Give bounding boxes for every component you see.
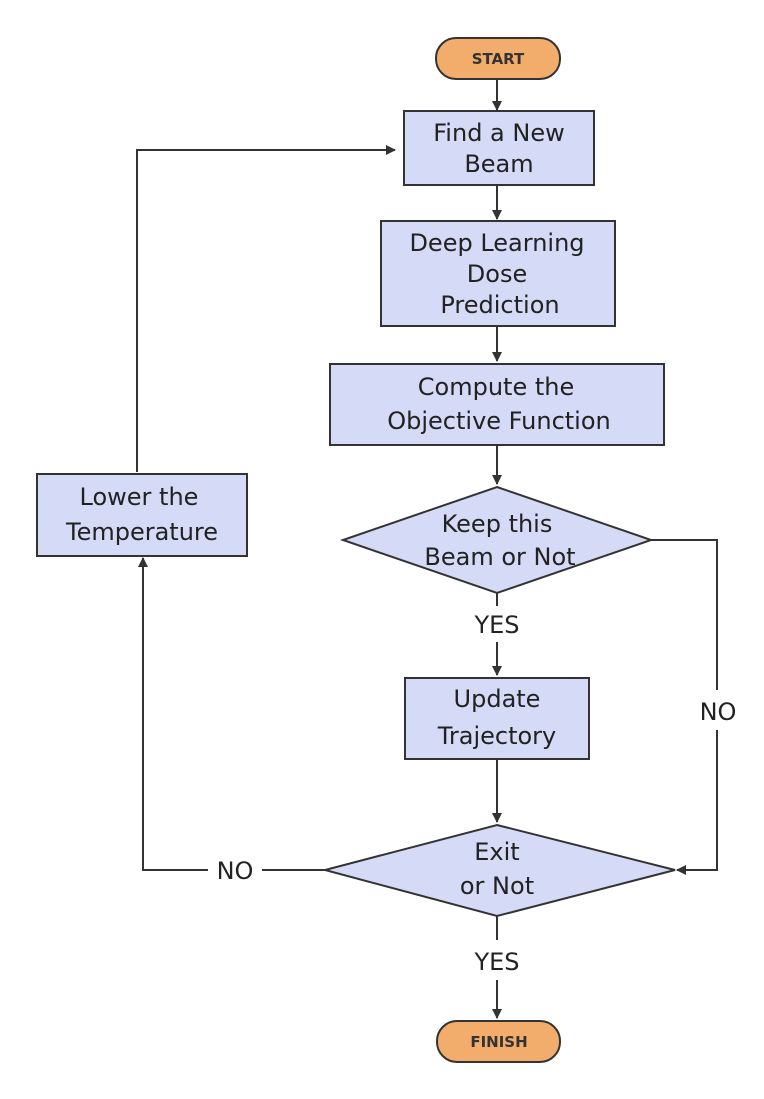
objective-line-1: Compute the	[418, 373, 574, 401]
finish-terminal: FINISH	[436, 1020, 561, 1063]
edge-keep-no-to-exit-b	[676, 730, 718, 875]
edge-keep-no-to-exit	[651, 539, 718, 690]
edge-exit-no-to-lower	[138, 557, 208, 871]
lower-line-2: Temperature	[65, 518, 218, 546]
start-label: START	[472, 50, 525, 68]
dose-line-3: Prediction	[440, 291, 559, 319]
update-box: Update Trajectory	[404, 677, 590, 760]
start-terminal: START	[435, 37, 561, 80]
keep-no-label: NO	[700, 698, 737, 726]
lower-temperature-box: Lower the Temperature	[36, 473, 248, 557]
lower-line-1: Lower the	[80, 483, 199, 511]
exit-line-2: or Not	[460, 872, 534, 900]
exit-yes-label: YES	[473, 948, 519, 976]
edge-lower-to-find	[136, 145, 396, 472]
keep-beam-decision: Keep this Beam or Not	[339, 485, 655, 595]
exit-no-label: NO	[217, 857, 254, 885]
dose-prediction-box: Deep Learning Dose Prediction	[380, 220, 616, 327]
find-beam-line-1: Find a New	[433, 119, 564, 147]
find-beam-line-2: Beam	[464, 150, 533, 178]
update-line-1: Update	[454, 685, 541, 713]
objective-line-2: Objective Function	[387, 407, 611, 435]
keep-line-2: Beam or Not	[424, 543, 575, 571]
connectors	[136, 80, 718, 1019]
finish-label: FINISH	[470, 1033, 527, 1051]
keep-line-1: Keep this	[442, 510, 553, 538]
keep-yes-label: YES	[473, 611, 519, 639]
objective-box: Compute the Objective Function	[329, 363, 665, 446]
exit-decision: Exit or Not	[321, 823, 676, 918]
dose-line-1: Deep Learning	[409, 229, 584, 257]
find-beam-box: Find a New Beam	[403, 110, 595, 186]
exit-line-1: Exit	[474, 838, 519, 866]
update-line-2: Trajectory	[437, 722, 557, 750]
dose-line-2: Dose	[467, 260, 527, 288]
